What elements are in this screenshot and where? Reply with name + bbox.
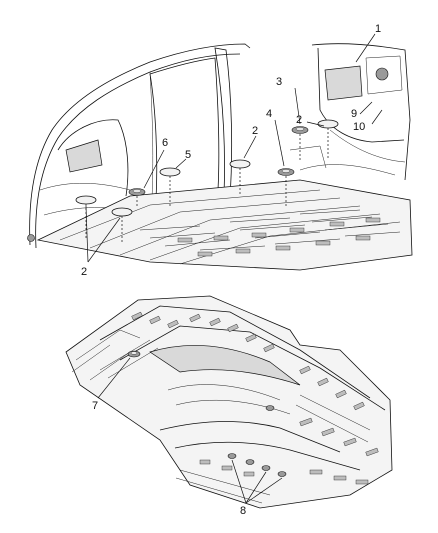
callout-8: 8 — [240, 505, 246, 517]
callout-5: 5 — [185, 149, 191, 161]
callout-7: 7 — [92, 400, 98, 412]
pan-grommet-row — [227, 405, 287, 477]
callout-6: 6 — [162, 137, 168, 149]
callout-3: 3 — [276, 76, 282, 88]
floor-plug-item-4 — [277, 168, 295, 208]
callout-10: 10 — [353, 121, 365, 133]
callout-2-left: 2 — [81, 266, 87, 278]
callout-2-mid: 2 — [252, 125, 258, 137]
callout-labels: 1 2 2 2 3 4 5 6 7 8 9 10 — [81, 23, 381, 517]
floor-plug-item-3 — [291, 126, 309, 160]
floor-plug-item-5 — [159, 167, 181, 206]
vehicle-body-floor-view — [27, 33, 413, 271]
floor-plug-center-dark — [128, 188, 146, 208]
floor-plug-left-rear — [111, 207, 133, 244]
callout-9: 9 — [351, 108, 357, 120]
floor-plug-rear-right — [317, 119, 339, 160]
floor-pan-assembly-view — [65, 295, 393, 509]
floor-plug-mid — [229, 159, 251, 196]
pan-plug-item-7 — [127, 350, 141, 358]
bottom-left-grommet — [27, 234, 35, 242]
callout-2-right: 2 — [296, 114, 302, 126]
callout-1: 1 — [375, 23, 381, 35]
callout-4: 4 — [266, 108, 272, 120]
